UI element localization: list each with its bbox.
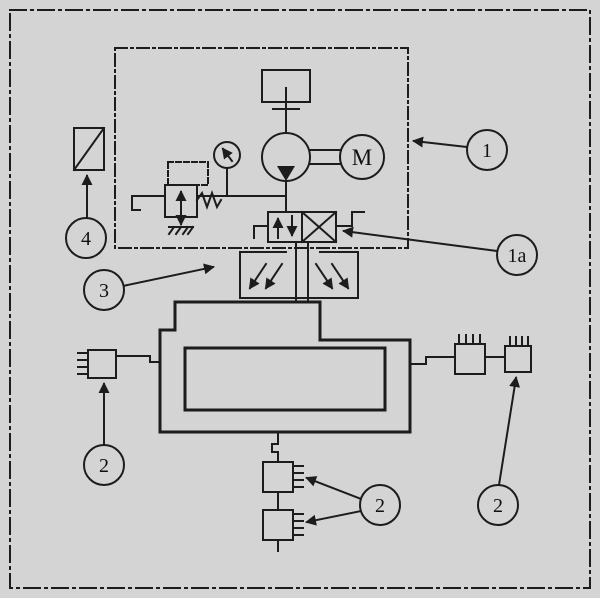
callout-1a: 1a xyxy=(342,226,538,276)
coupling-shaft xyxy=(309,149,341,165)
callout-2-right: 2 xyxy=(477,376,521,526)
left-lube-hatch xyxy=(77,352,89,375)
pump-symbol xyxy=(261,132,311,182)
callout-1: 1 xyxy=(412,129,508,171)
left-feed-pipe xyxy=(115,355,161,363)
callout-2-left-circle xyxy=(83,444,125,486)
callout-2-bottom-leader-1 xyxy=(305,476,363,501)
callout-4-label: 4 xyxy=(81,228,91,250)
left-lube-block xyxy=(87,349,117,379)
bottom-lube-hatch-2 xyxy=(292,513,304,536)
callout-2-right-label: 2 xyxy=(493,495,503,517)
right-lube-hatch-2 xyxy=(509,336,529,347)
branch-pipe-left-hook xyxy=(131,195,166,211)
check-valve-1 xyxy=(248,262,268,290)
callout-1-circle xyxy=(466,129,508,171)
callout-1-leader xyxy=(412,136,469,149)
indicator-box xyxy=(73,127,105,171)
relief-valve-spring xyxy=(195,190,223,210)
valve-box-flow xyxy=(267,211,303,243)
directional-valve xyxy=(253,210,365,244)
right-lube-hatch-1 xyxy=(458,334,481,345)
pilot-line-box xyxy=(167,161,209,186)
callout-2-bottom-leader-2 xyxy=(305,509,363,526)
motor-circle xyxy=(339,134,385,180)
right-lube-block-2 xyxy=(504,345,532,373)
callout-2-bottom-circle xyxy=(359,484,401,526)
callout-3-circle xyxy=(83,269,125,311)
callout-1-label: 1 xyxy=(482,140,492,162)
indicator-diagonal xyxy=(72,126,106,172)
right-lube-block-1 xyxy=(454,343,486,375)
body-outer-contour xyxy=(158,300,412,434)
distributor-block xyxy=(239,251,359,299)
supply-piping xyxy=(131,180,287,213)
pressure-gauge xyxy=(213,141,241,197)
valve-x-line-2 xyxy=(300,210,338,244)
machine-body xyxy=(158,300,412,434)
drain-hatch xyxy=(167,225,195,236)
bottom-lube-block-2 xyxy=(262,509,294,541)
callout-2-bottom-label: 2 xyxy=(375,495,385,517)
motor-label: M xyxy=(352,145,372,170)
callout-2-right-circle xyxy=(477,484,519,526)
body-inner-contour xyxy=(183,346,387,412)
callout-2-left-label: 2 xyxy=(99,455,109,477)
pump-flow-triangle xyxy=(277,166,295,181)
bottom-lube-block-1 xyxy=(262,461,294,493)
callout-4-circle xyxy=(65,217,107,259)
valve-hook-left xyxy=(253,225,269,239)
callout-1a-circle xyxy=(496,234,538,276)
callout-3-label: 3 xyxy=(99,280,109,302)
gauge-needle xyxy=(221,147,234,163)
callout-1a-label: 1a xyxy=(508,245,527,267)
callout-2-left: 2 xyxy=(83,382,125,486)
outer-boundary xyxy=(9,9,591,589)
lube-point-left xyxy=(77,349,161,379)
relief-valve xyxy=(164,161,223,236)
check-valve-3 xyxy=(314,262,334,290)
bottom-feed-pipe xyxy=(271,431,279,463)
pump-unit-boundary xyxy=(114,47,409,249)
check-valve-2 xyxy=(264,262,284,290)
level-indicator xyxy=(72,126,106,172)
reservoir-symbol xyxy=(261,69,311,134)
lube-point-right xyxy=(409,334,532,375)
bottom-lube-hatch-1 xyxy=(292,465,304,488)
valve-hook-right xyxy=(335,211,365,227)
callout-3: 3 xyxy=(83,263,215,311)
callout-2-bottom: 2 xyxy=(305,476,401,526)
lube-point-bottom xyxy=(262,431,304,552)
callout-4: 4 xyxy=(65,174,107,259)
distributor-outline xyxy=(239,251,359,299)
callout-3-leader xyxy=(121,263,215,288)
twin-feed-pipes xyxy=(295,241,309,303)
right-feed-pipe xyxy=(409,356,456,365)
callout-2-right-leader xyxy=(497,376,521,487)
check-valve-4 xyxy=(330,262,350,290)
motor-symbol: M xyxy=(339,134,385,180)
callout-1a-leader xyxy=(342,226,499,253)
